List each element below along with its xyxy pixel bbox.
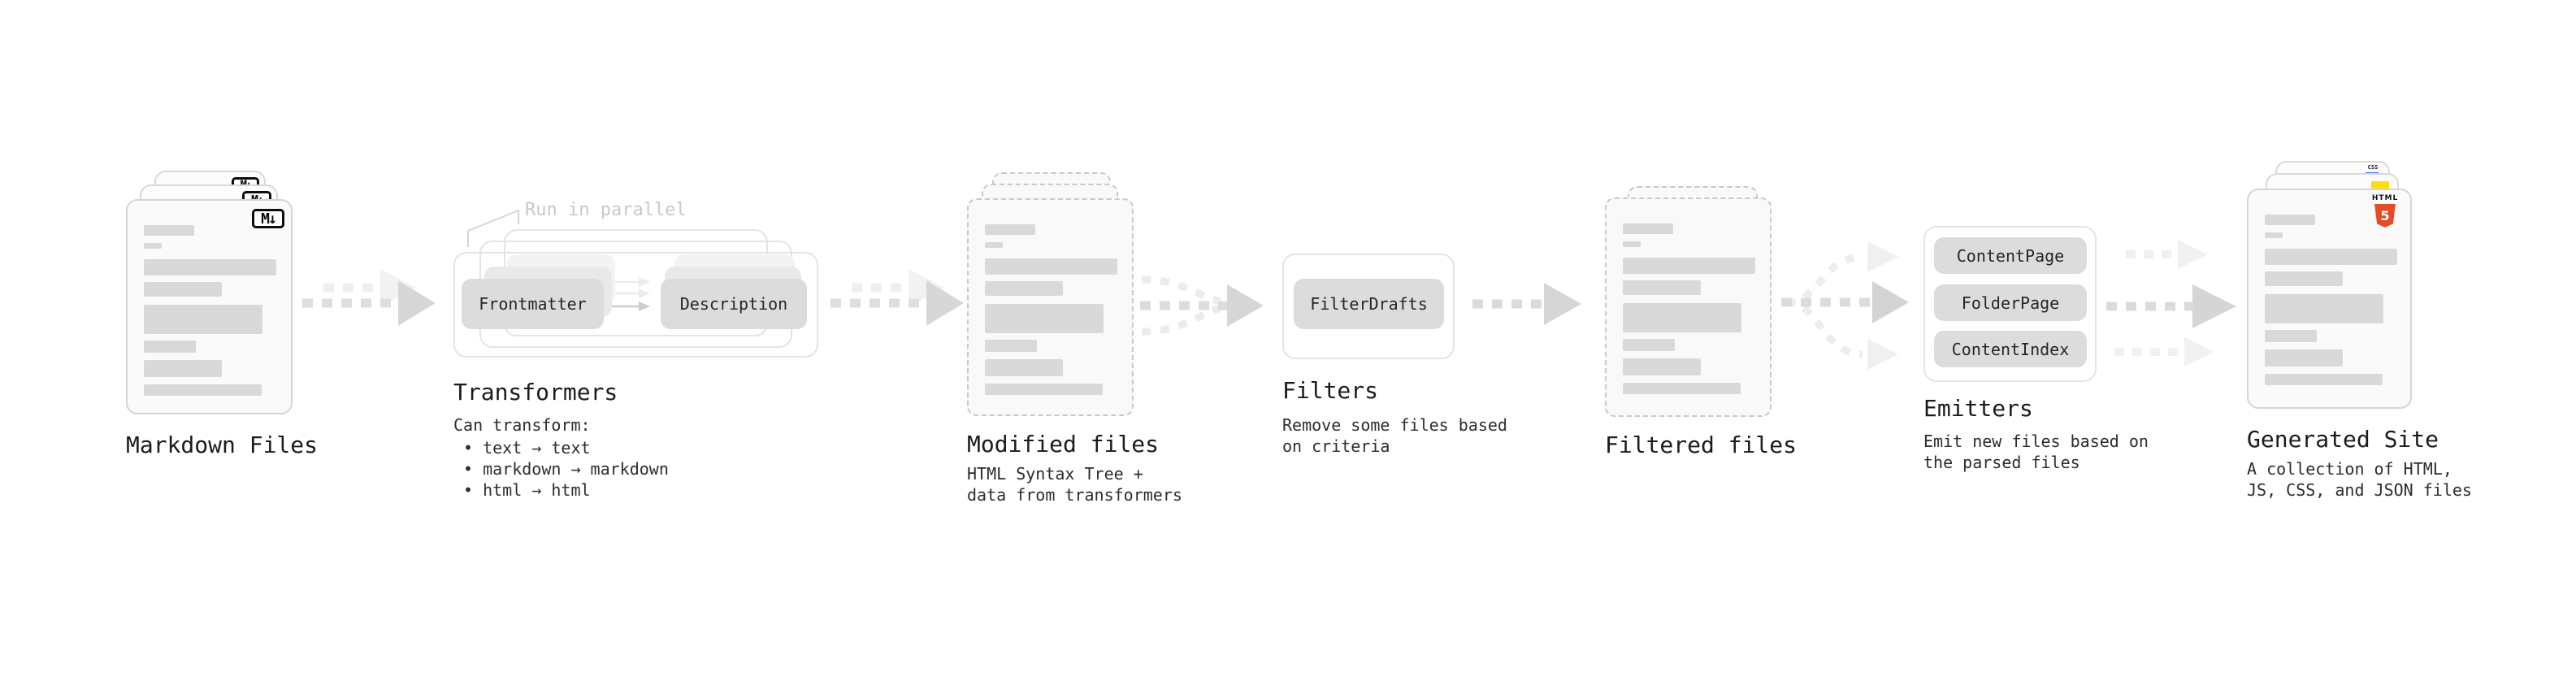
filters-desc-line: on criteria (1282, 436, 1390, 456)
content-line-placeholder (1623, 223, 1673, 234)
content-line-placeholder (985, 258, 1117, 275)
content-line-placeholder (985, 242, 1003, 248)
content-line-placeholder (144, 384, 262, 396)
transformer-frame-front (453, 252, 818, 358)
content-line-placeholder (2265, 232, 2283, 238)
content-line-placeholder (2265, 271, 2343, 286)
flow-arrow-markdown-to-transformers (302, 269, 436, 326)
content-line-placeholder (144, 282, 222, 297)
generated-file-card-html: HTML 5 (2247, 189, 2412, 409)
markdown-icon: M↓ (252, 209, 284, 228)
stage-label-filters: Filters (1282, 377, 1379, 404)
generated-desc-line: JS, CSS, and JSON files (2247, 480, 2472, 500)
content-line-placeholder (985, 384, 1103, 395)
stage-label-generated-site: Generated Site (2247, 426, 2439, 453)
content-line-placeholder (985, 340, 1037, 352)
modified-desc-line: HTML Syntax Tree + (967, 464, 1143, 484)
flow-arrow-transformers-to-modified (830, 269, 964, 326)
content-line-placeholder (1623, 303, 1741, 332)
stage-label-modified-files: Modified files (967, 431, 1160, 458)
content-line-placeholder (985, 224, 1035, 235)
run-in-parallel-annotation: Run in parallel (525, 200, 687, 220)
filters-desc-line: Remove some files based (1282, 415, 1507, 435)
markdown-file-card-front: M↓ (126, 199, 293, 414)
content-line-placeholder (2265, 349, 2343, 367)
generated-desc-line: A collection of HTML, (2247, 459, 2452, 479)
flow-arrow-emitters-to-generated (2106, 240, 2236, 367)
content-line-placeholder (2265, 215, 2315, 225)
content-line-placeholder (1623, 241, 1641, 247)
modified-file-card-front (967, 198, 1134, 416)
content-line-placeholder (2265, 249, 2397, 265)
modified-desc-line: data from transformers (967, 485, 1182, 505)
stage-label-filtered-files: Filtered files (1605, 432, 1798, 458)
flow-arrow-filters-to-filtered (1472, 283, 1581, 325)
stage-label-markdown-files: Markdown Files (126, 432, 319, 458)
content-line-placeholder (1623, 280, 1701, 295)
filtered-file-card-front (1605, 197, 1772, 417)
flow-arrow-modified-to-filters (1140, 275, 1264, 336)
emitters-desc-line: the parsed files (1923, 453, 2080, 472)
content-line-placeholder (985, 304, 1104, 333)
transformers-bullet: • markdown → markdown (463, 459, 669, 479)
emitter-pill-contentpage: ContentPage (1934, 237, 2087, 274)
emitters-desc-line: Emit new files based on (1923, 432, 2149, 451)
content-line-placeholder (144, 243, 162, 249)
content-line-placeholder (2265, 330, 2317, 342)
content-line-placeholder (1623, 383, 1741, 394)
content-line-placeholder (1623, 358, 1701, 375)
transformer-pill-frontmatter: Frontmatter (462, 279, 604, 329)
emitter-pill-contentindex: ContentIndex (1934, 331, 2087, 367)
content-line-placeholder (144, 340, 196, 353)
content-line-placeholder (2265, 374, 2383, 385)
stage-label-transformers: Transformers (453, 379, 618, 406)
transformers-desc-title: Can transform: (453, 415, 591, 435)
content-line-placeholder (985, 359, 1063, 376)
flow-arrow-filtered-to-emitters (1781, 241, 1909, 370)
transformers-bullet: • text → text (463, 438, 591, 458)
content-line-placeholder (985, 281, 1063, 296)
stage-label-emitters: Emitters (1923, 395, 2033, 422)
content-line-placeholder (144, 305, 262, 334)
transformer-pill-description: Description (661, 279, 807, 329)
content-line-placeholder (144, 259, 276, 275)
content-line-placeholder (1623, 339, 1675, 351)
filter-pill-filterdrafts: FilterDrafts (1294, 279, 1444, 329)
transformers-bullet: • html → html (463, 480, 591, 500)
content-line-placeholder (144, 360, 222, 377)
content-line-placeholder (144, 225, 194, 236)
emitter-pill-folderpage: FolderPage (1934, 284, 2087, 321)
html5-icon: HTML 5 (2366, 194, 2404, 228)
content-line-placeholder (1623, 258, 1755, 274)
content-line-placeholder (2265, 294, 2383, 323)
